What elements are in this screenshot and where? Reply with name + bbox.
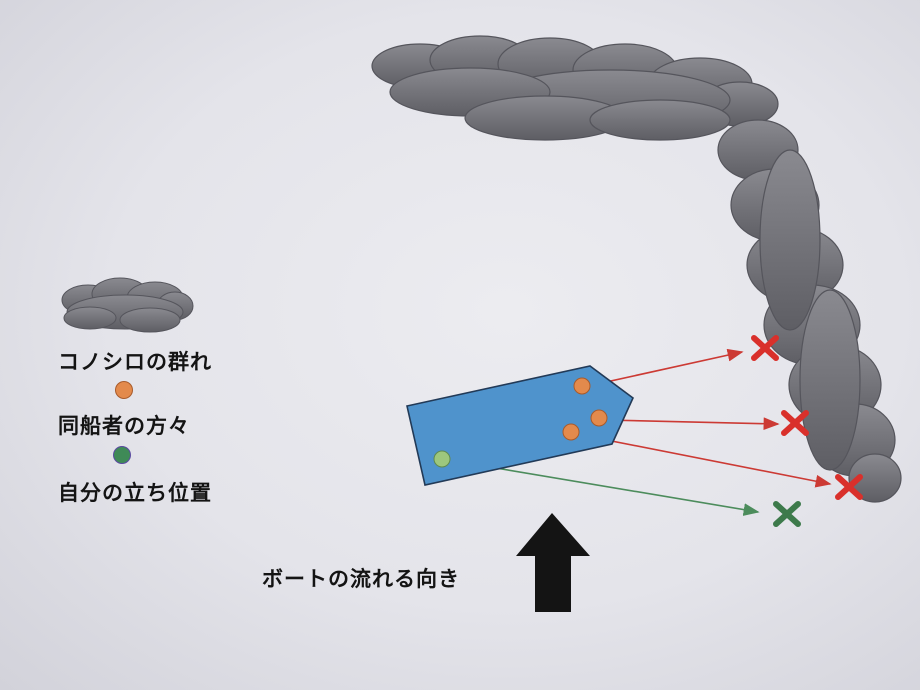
cast-line-middle [604,417,780,431]
companion-dot-1 [573,377,591,395]
x-mark-icon [773,501,801,527]
x-mark-icon [781,410,809,436]
cast-line-top [587,348,744,387]
up-arrow-icon [516,513,590,612]
legend-self-label: 自分の立ち位置 [58,481,212,505]
cast-line-bottom [575,433,832,488]
boat-direction-label: ボートの流れる向き [262,567,460,591]
legend-cloud-icon [61,277,194,333]
legend-self-dot [113,446,131,464]
legend-companions-label: 同船者の方々 [58,414,190,438]
companion-dot-2 [590,409,608,427]
companion-dot-3 [562,423,580,441]
x-mark-icon [751,335,779,361]
legend-school-label: コノシロの群れ [58,350,212,374]
boat [406,365,634,486]
x-mark-icon [835,474,863,500]
legend-companion-dot [115,381,133,399]
fish-school-cloud [371,35,902,503]
self-dot-on-boat [433,450,451,468]
